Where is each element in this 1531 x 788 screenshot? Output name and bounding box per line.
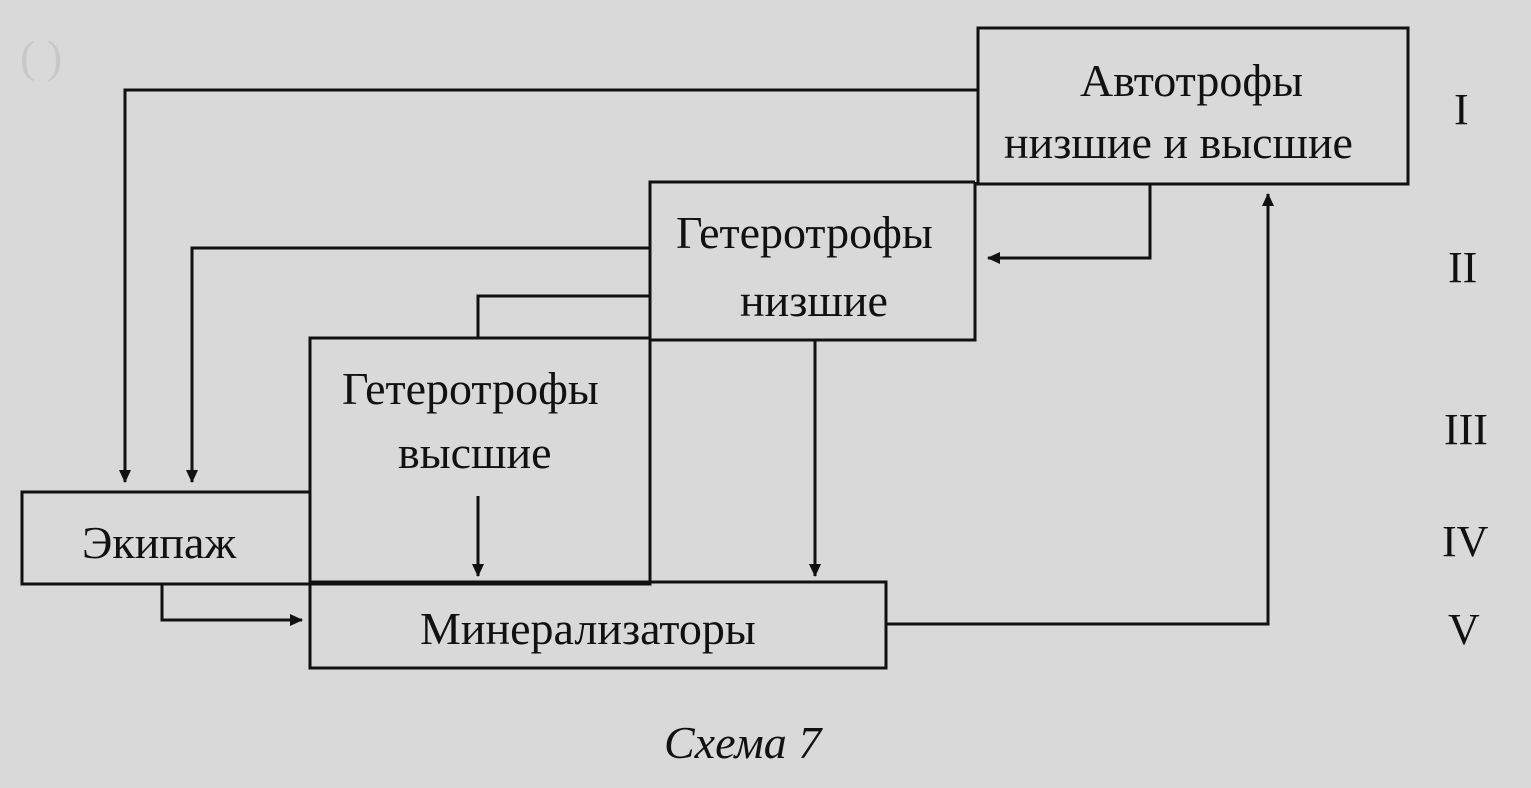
box-autotrophs bbox=[976, 26, 1410, 186]
level-2: II bbox=[1448, 243, 1478, 292]
box-hetero-higher bbox=[308, 336, 652, 586]
hetero-lower-label-line1: Гетеротрофы bbox=[676, 207, 933, 258]
autotrophs-label-line2: низшие и высшие bbox=[1004, 117, 1353, 168]
arrow-autotrophs-to-crew bbox=[119, 88, 978, 483]
autotrophs-label-line1: Автотрофы bbox=[1080, 55, 1304, 106]
hetero-higher-label-line2: высшие bbox=[398, 427, 552, 478]
box-hetero-lower bbox=[648, 180, 975, 340]
hetero-higher-label-line1: Гетеротрофы bbox=[342, 363, 599, 414]
crew-label: Экипаж bbox=[82, 517, 237, 568]
arrow-crew-to-mineralizers bbox=[160, 584, 303, 626]
box-crew bbox=[20, 490, 312, 586]
level-5: V bbox=[1448, 605, 1480, 654]
level-3: III bbox=[1444, 405, 1488, 454]
box-hetero-lower-right bbox=[650, 182, 977, 342]
mineralizers-label: Минерализаторы bbox=[420, 603, 756, 654]
level-4: IV bbox=[1442, 517, 1489, 566]
arrow-autotrophs-to-hetero-lower bbox=[987, 184, 1152, 264]
arrow-hetero-lower-to-hetero-higher bbox=[476, 294, 650, 338]
arrow-mineralizers-to-autotrophs bbox=[886, 193, 1274, 626]
diagram-caption: Схема 7 bbox=[664, 717, 822, 768]
level-1: I bbox=[1454, 85, 1469, 134]
hetero-lower-label-line2: низшие bbox=[740, 275, 888, 326]
arrow-hetero-lower-to-crew bbox=[186, 246, 650, 483]
